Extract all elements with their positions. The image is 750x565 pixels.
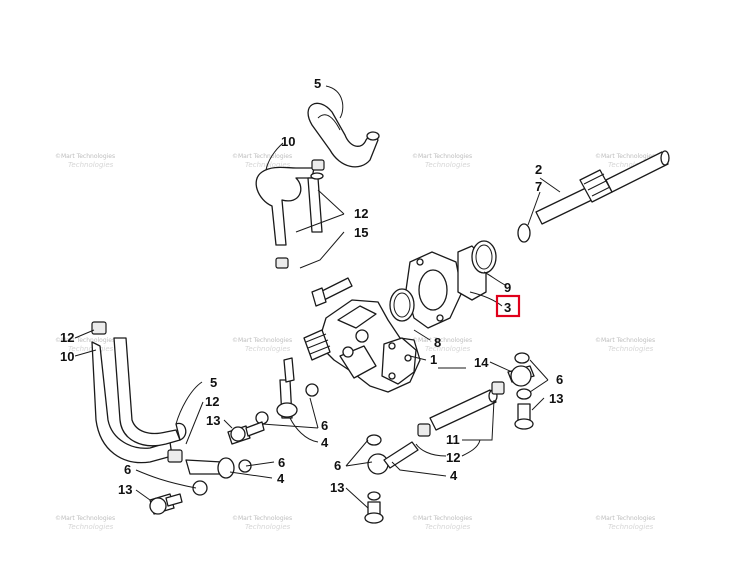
callout-label: 10 [281, 134, 295, 149]
callout-label: 12 [446, 450, 460, 465]
watermark-text: ©Mart Technologies [412, 153, 472, 160]
callout-label: 13 [206, 413, 220, 428]
watermark-text: Technologies [425, 523, 471, 531]
callout-label: 6 [124, 462, 131, 477]
drive-housing-part [457, 240, 497, 301]
callout-label: 12 [354, 206, 368, 221]
watermark-text: Technologies [425, 161, 471, 169]
callout-label: 1 [430, 352, 437, 367]
watermark-text: Technologies [608, 523, 654, 531]
callout-label: 6 [334, 458, 341, 473]
watermark-text: ©Mart Technologies [595, 153, 655, 160]
banjo-fitting-right-part [507, 352, 535, 430]
callout-labels: 5 10 12 15 2 7 9 3 8 1 12 10 5 12 13 6 4… [60, 76, 563, 497]
callout-label: 15 [354, 225, 368, 240]
callout-label: 5 [210, 375, 217, 390]
callout-label: 9 [504, 280, 511, 295]
watermark-text: Technologies [608, 161, 654, 169]
banjo-fitting-upper-part [227, 357, 319, 445]
hose-upper-part [307, 102, 380, 168]
callout-label: 11 [446, 432, 460, 447]
callout-label: 3 [504, 300, 511, 315]
bent-tube-upper-part [255, 159, 325, 269]
watermark-text: Technologies [608, 345, 654, 353]
callout-label: 7 [535, 179, 542, 194]
mounting-plate-part [405, 251, 463, 329]
banjo-fitting-lower-left-part [149, 457, 235, 515]
watermark-text: ©Mart Technologies [232, 515, 292, 522]
watermark-text: ©Mart Technologies [55, 337, 115, 344]
watermark-text: ©Mart Technologies [55, 153, 115, 160]
washers-center-part [238, 434, 382, 473]
callout-label: 10 [60, 349, 74, 364]
drive-shaft-part [517, 150, 670, 243]
watermark-text: Technologies [245, 523, 291, 531]
o-ring-part [389, 288, 415, 322]
watermark-text: ©Mart Technologies [595, 515, 655, 522]
callout-label: 4 [321, 435, 329, 450]
callout-label: 4 [277, 471, 285, 486]
bent-tube-lower-part [91, 321, 187, 464]
watermark-text: ©Mart Technologies [232, 337, 292, 344]
callout-label: 14 [474, 355, 489, 370]
callout-label: 6 [321, 418, 328, 433]
callout-label: 13 [549, 391, 563, 406]
watermark-text: Technologies [68, 161, 114, 169]
callout-label: 6 [556, 372, 563, 387]
leader-lines [74, 85, 561, 509]
watermark-text: ©Mart Technologies [55, 515, 115, 522]
oil-pump-body-part [303, 299, 421, 393]
callout-label: 13 [330, 480, 344, 495]
highlight-box [495, 294, 521, 318]
callout-label: 6 [278, 455, 285, 470]
callout-label: 12 [60, 330, 74, 345]
watermark-text: ©Mart Technologies [412, 337, 472, 344]
callout-label: 13 [118, 482, 132, 497]
watermark-text: ©Mart Technologies [412, 515, 472, 522]
callout-label: 12 [205, 394, 219, 409]
watermark-text: ©Mart Technologies [232, 153, 292, 160]
callout-label: 5 [314, 76, 321, 91]
callout-label: 2 [535, 162, 542, 177]
bolt-15-part [311, 277, 353, 307]
watermark-text: ©Mart Technologies [595, 337, 655, 344]
callout-label: 4 [450, 468, 458, 483]
watermark-text: Technologies [68, 345, 114, 353]
watermark-text: Technologies [245, 345, 291, 353]
watermark-text: Technologies [425, 345, 471, 353]
banjo-fitting-lower-center-part [364, 441, 419, 524]
watermark-text: Technologies [68, 523, 114, 531]
callout-label: 8 [434, 335, 441, 350]
connector-tube-part [417, 381, 505, 437]
